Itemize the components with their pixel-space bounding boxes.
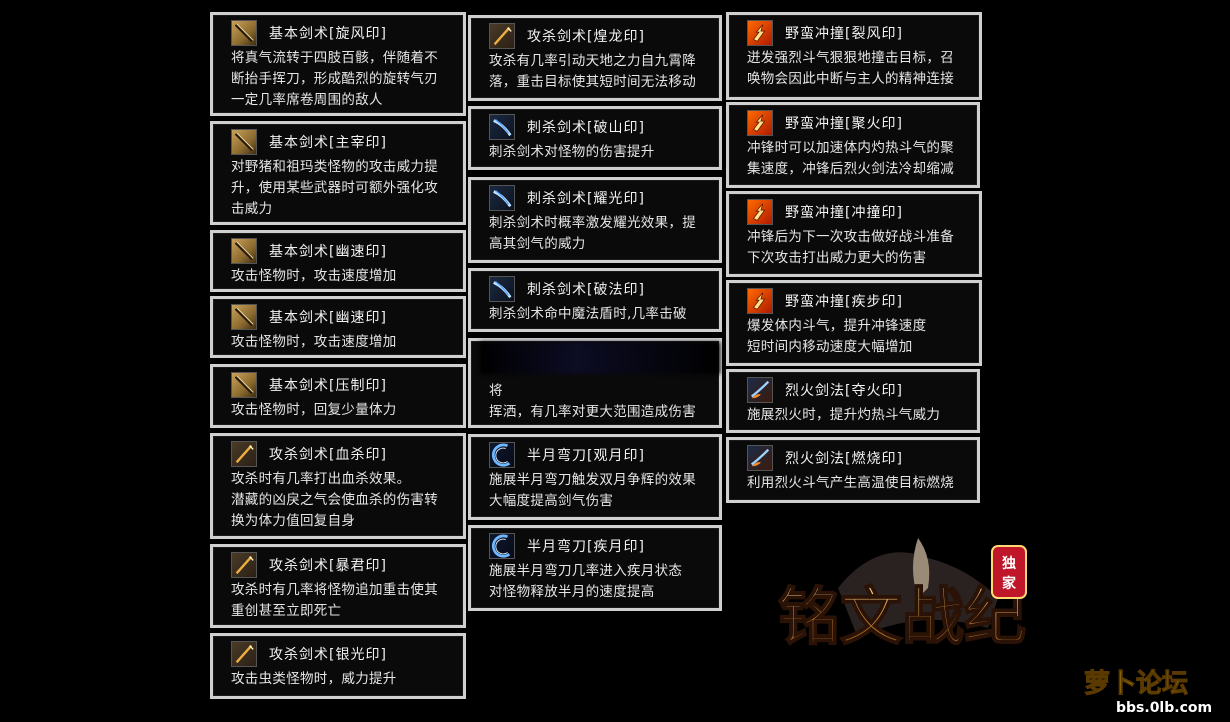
skill-title: 野蛮冲撞[裂风印] bbox=[785, 26, 903, 42]
flame-sword-icon bbox=[747, 377, 773, 403]
skill-card-jiyue[interactable]: 半月弯刀[疾月印] 施展半月弯刀几率进入疾月状态对怪物释放半月的速度提高 bbox=[468, 525, 722, 611]
skill-desc: 将挥洒，有几率对更大范围造成伤害 bbox=[489, 383, 696, 420]
skill-desc: 攻击虫类怪物时，威力提升 bbox=[231, 671, 397, 687]
basic-sword-icon bbox=[231, 129, 257, 155]
skill-card-xuanfeng[interactable]: 基本剑术[旋风印] 将真气流转于四肢百骸，伴随着不断抬手挥刀，形成酷烈的旋转气刃… bbox=[210, 12, 466, 116]
skill-desc: 刺杀剑术命中魔法盾时,几率击破 bbox=[489, 306, 687, 322]
skill-desc: 爆发体内斗气，提升冲锋速度短时间内移动速度大幅增加 bbox=[747, 318, 927, 355]
skill-desc: 将真气流转于四肢百骸，伴随着不断抬手挥刀，形成酷烈的旋转气刃一定几率席卷周围的敌… bbox=[231, 50, 438, 108]
skill-card-ranshao[interactable]: 烈火剑法[燃烧印] 利用烈火斗气产生高温使目标燃烧 bbox=[726, 437, 980, 503]
svg-text:铭文战纪: 铭文战纪 bbox=[778, 580, 1026, 653]
skill-title: 攻杀剑术[血杀印] bbox=[269, 447, 387, 463]
skill-desc: 刺杀剑术对怪物的伤害提升 bbox=[489, 144, 655, 160]
skill-card-yaoguang[interactable]: 刺杀剑术[耀光印] 刺杀剑术时概率激发耀光效果，提高其剑气的威力 bbox=[468, 177, 722, 263]
skill-card-guanyue[interactable]: 半月弯刀[观月印] 施展半月弯刀触发双月争辉的效果大幅度提高剑气伤害 bbox=[468, 434, 722, 520]
skill-title: 基本剑术[旋风印] bbox=[269, 26, 387, 42]
skill-card-chongzhuang[interactable]: 野蛮冲撞[冲撞印] 冲锋后为下一次攻击做好战斗准备下次攻击打出威力更大的伤害 bbox=[726, 191, 982, 277]
skill-title: 半月弯刀[观月印] bbox=[527, 448, 645, 464]
game-logo: 铭文战纪 独 家 bbox=[768, 528, 1068, 668]
skill-card-pofa[interactable]: 刺杀剑术[破法印] 刺杀剑术命中魔法盾时,几率击破 bbox=[468, 268, 722, 332]
skill-card-yinguang[interactable]: 攻杀剑术[银光印] 攻击虫类怪物时，威力提升 bbox=[210, 633, 466, 699]
skill-title: 野蛮冲撞[疾步印] bbox=[785, 294, 903, 310]
skill-title: 基本剑术[幽速印] bbox=[269, 244, 387, 260]
attack-sword-icon bbox=[489, 23, 515, 49]
skill-card-zhuzai[interactable]: 基本剑术[主宰印] 对野猪和祖玛类怪物的攻击威力提升，使用某些武器时可额外强化攻… bbox=[210, 121, 466, 225]
skill-desc: 攻杀有几率引动天地之力自九霄降落，重击目标使其短时间无法移动 bbox=[489, 53, 696, 90]
obscured-title-overlay bbox=[480, 342, 720, 374]
skill-card-liefeng[interactable]: 野蛮冲撞[裂风印] 迸发强烈斗气狠狠地撞击目标，召唤物会因此中断与主人的精神连接 bbox=[726, 12, 982, 100]
skill-title: 基本剑术[幽速印] bbox=[269, 310, 387, 326]
skill-title: 野蛮冲撞[聚火印] bbox=[785, 116, 903, 132]
skill-desc: 冲锋后为下一次攻击做好战斗准备下次攻击打出威力更大的伤害 bbox=[747, 229, 954, 266]
skill-title: 攻杀剑术[暴君印] bbox=[269, 558, 387, 574]
skill-card-yazhi[interactable]: 基本剑术[压制印] 攻击怪物时，回复少量体力 bbox=[210, 364, 466, 428]
skill-desc: 施展半月弯刀触发双月争辉的效果大幅度提高剑气伤害 bbox=[489, 472, 696, 509]
skill-card-baojun[interactable]: 攻杀剑术[暴君印] 攻杀时有几率将怪物追加重击使其重创甚至立即死亡 bbox=[210, 544, 466, 628]
skill-card-yousu-1[interactable]: 基本剑术[幽速印] 攻击怪物时，攻击速度增加 bbox=[210, 230, 466, 292]
skill-title: 攻杀剑术[银光印] bbox=[269, 647, 387, 663]
skill-card-juhuo[interactable]: 野蛮冲撞[聚火印] 冲锋时可以加速体内灼热斗气的聚集速度，冲锋后烈火剑法冷却缩减 bbox=[726, 102, 980, 188]
skill-desc: 施展烈火时，提升灼热斗气威力 bbox=[747, 407, 941, 423]
charge-icon bbox=[747, 110, 773, 136]
charge-icon bbox=[747, 20, 773, 46]
svg-text:bbs.0lb.com: bbs.0lb.com bbox=[1116, 700, 1212, 716]
half-moon-blade-icon bbox=[489, 533, 515, 559]
skill-desc: 冲锋时可以加速体内灼热斗气的聚集速度，冲锋后烈火剑法冷却缩减 bbox=[747, 140, 954, 177]
basic-sword-icon bbox=[231, 20, 257, 46]
attack-sword-icon bbox=[231, 441, 257, 467]
attack-sword-icon bbox=[231, 552, 257, 578]
skill-desc: 迸发强烈斗气狠狠地撞击目标，召唤物会因此中断与主人的精神连接 bbox=[747, 50, 954, 87]
skill-title: 刺杀剑术[破山印] bbox=[527, 120, 645, 136]
attack-sword-icon bbox=[231, 641, 257, 667]
skill-title: 烈火剑法[夺火印] bbox=[785, 383, 903, 399]
skill-desc: 攻击怪物时，攻击速度增加 bbox=[231, 268, 397, 284]
thrust-sword-icon bbox=[489, 185, 515, 211]
skill-card-duohuo[interactable]: 烈火剑法[夺火印] 施展烈火时，提升灼热斗气威力 bbox=[726, 369, 980, 433]
skill-title: 基本剑术[主宰印] bbox=[269, 135, 387, 151]
skill-desc: 刺杀剑术时概率激发耀光效果，提高其剑气的威力 bbox=[489, 215, 696, 252]
skill-card-huanglong[interactable]: 攻杀剑术[煌龙印] 攻杀有几率引动天地之力自九霄降落，重击目标使其短时间无法移动 bbox=[468, 15, 722, 101]
skill-card-yousu-2[interactable]: 基本剑术[幽速印] 攻击怪物时，攻击速度增加 bbox=[210, 296, 466, 358]
flame-sword-icon bbox=[747, 445, 773, 471]
svg-text:萝卜论坛: 萝卜论坛 bbox=[1084, 669, 1188, 699]
skill-desc: 施展半月弯刀几率进入疾月状态对怪物释放半月的速度提高 bbox=[489, 563, 683, 600]
skill-card-xuesha[interactable]: 攻杀剑术[血杀印] 攻杀时有几率打出血杀效果。潜藏的凶戾之气会使血杀的伤害转换为… bbox=[210, 433, 466, 539]
skill-desc: 利用烈火斗气产生高温使目标燃烧 bbox=[747, 475, 954, 491]
skill-card-jibu[interactable]: 野蛮冲撞[疾步印] 爆发体内斗气，提升冲锋速度短时间内移动速度大幅增加 bbox=[726, 280, 982, 366]
forum-watermark: 萝卜论坛 bbs.0lb.com bbox=[1078, 662, 1228, 718]
skill-desc: 攻击怪物时，攻击速度增加 bbox=[231, 334, 397, 350]
skill-title: 刺杀剑术[破法印] bbox=[527, 282, 645, 298]
charge-icon bbox=[747, 199, 773, 225]
thrust-sword-icon bbox=[489, 114, 515, 140]
skill-desc: 攻杀时有几率将怪物追加重击使其重创甚至立即死亡 bbox=[231, 582, 438, 619]
basic-sword-icon bbox=[231, 238, 257, 264]
svg-text:家: 家 bbox=[1002, 575, 1017, 592]
skill-title: 刺杀剑术[耀光印] bbox=[527, 191, 645, 207]
basic-sword-icon bbox=[231, 372, 257, 398]
thrust-sword-icon bbox=[489, 276, 515, 302]
skill-desc: 攻杀时有几率打出血杀效果。潜藏的凶戾之气会使血杀的伤害转换为体力值回复自身 bbox=[231, 471, 438, 529]
svg-text:独: 独 bbox=[1002, 555, 1016, 572]
skill-desc: 对野猪和祖玛类怪物的攻击威力提升，使用某些武器时可额外强化攻击威力 bbox=[231, 159, 438, 217]
skill-card-poshan[interactable]: 刺杀剑术[破山印] 刺杀剑术对怪物的伤害提升 bbox=[468, 106, 722, 170]
charge-icon bbox=[747, 288, 773, 314]
basic-sword-icon bbox=[231, 304, 257, 330]
skill-desc: 攻击怪物时，回复少量体力 bbox=[231, 402, 397, 418]
skill-title: 半月弯刀[疾月印] bbox=[527, 539, 645, 555]
skill-title: 基本剑术[压制印] bbox=[269, 378, 387, 394]
skill-title: 烈火剑法[燃烧印] bbox=[785, 451, 903, 467]
skill-title: 攻杀剑术[煌龙印] bbox=[527, 29, 645, 45]
skill-title: 野蛮冲撞[冲撞印] bbox=[785, 205, 903, 221]
half-moon-blade-icon bbox=[489, 442, 515, 468]
